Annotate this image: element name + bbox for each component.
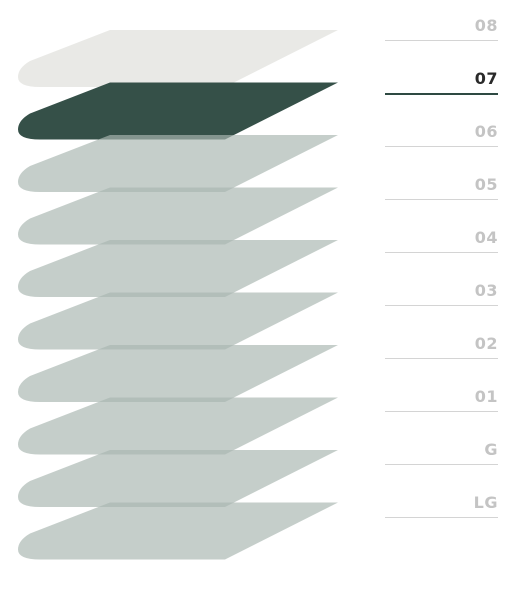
floor-label: 04 (474, 228, 498, 247)
floor-divider (385, 305, 498, 306)
floor-plate-06[interactable] (18, 135, 338, 192)
floor-divider (385, 199, 498, 200)
floor-label: 05 (474, 175, 498, 194)
floor-divider (385, 146, 498, 147)
floor-label: LG (473, 493, 498, 512)
floor-label: 07 (474, 69, 498, 88)
floor-divider (385, 358, 498, 359)
floor-plate-lg[interactable] (18, 502, 338, 560)
floor-item-01[interactable]: 01 (385, 381, 498, 434)
floor-divider (385, 93, 498, 95)
floor-label: 06 (474, 122, 498, 141)
floor-plate-02[interactable] (18, 345, 338, 402)
floor-item-03[interactable]: 03 (385, 275, 498, 328)
floor-divider (385, 411, 498, 412)
floor-item-02[interactable]: 02 (385, 328, 498, 381)
floor-label: 01 (474, 387, 498, 406)
floor-divider (385, 252, 498, 253)
floor-plate-05[interactable] (18, 187, 338, 245)
floor-label: 02 (474, 334, 498, 353)
floor-label: 03 (474, 281, 498, 300)
floor-label: 08 (474, 16, 498, 35)
floor-divider (385, 464, 498, 465)
floor-plate-07[interactable] (18, 82, 338, 140)
floor-item-05[interactable]: 05 (385, 169, 498, 222)
floor-item-07[interactable]: 07 (385, 63, 498, 116)
floor-item-lg[interactable]: LG (385, 487, 498, 540)
floor-plate-01[interactable] (18, 397, 338, 455)
floor-item-g[interactable]: G (385, 434, 498, 487)
floor-plate-03[interactable] (18, 292, 338, 350)
floor-divider (385, 40, 498, 41)
floor-plate-04[interactable] (18, 240, 338, 297)
floor-item-06[interactable]: 06 (385, 116, 498, 169)
floor-plate-g[interactable] (18, 450, 338, 507)
floor-item-04[interactable]: 04 (385, 222, 498, 275)
floor-divider (385, 517, 498, 518)
floor-plate-08[interactable] (18, 30, 338, 87)
floor-label: G (484, 440, 498, 459)
floor-item-08[interactable]: 08 (385, 10, 498, 63)
